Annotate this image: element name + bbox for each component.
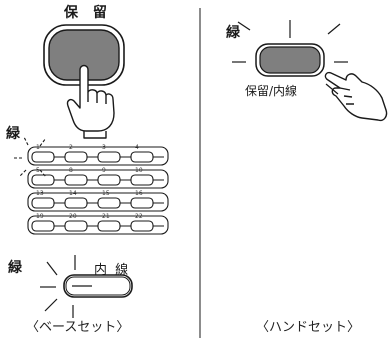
key-number: 16	[135, 190, 143, 197]
key-row-outline	[27, 169, 169, 189]
line-button-label: 内 線	[94, 263, 131, 278]
hold-title: 保 留	[64, 5, 112, 21]
handset-button-label: 保留/内線	[244, 82, 299, 99]
key-number: 10	[135, 167, 143, 174]
key-row-outline	[27, 146, 169, 166]
line-key[interactable]	[31, 197, 55, 209]
line-key[interactable]	[130, 151, 154, 163]
line-key[interactable]	[31, 151, 55, 163]
key-number: 2	[69, 144, 73, 151]
line-key[interactable]	[97, 151, 121, 163]
key-number: 14	[69, 190, 77, 197]
line-key[interactable]	[31, 174, 55, 186]
line-key[interactable]	[97, 197, 121, 209]
key-number: 4	[135, 144, 139, 151]
key-row-outline	[27, 192, 169, 212]
line-key[interactable]	[97, 220, 121, 232]
key-number: 15	[102, 190, 110, 197]
key-number: 9	[102, 167, 106, 174]
line-key[interactable]	[130, 220, 154, 232]
pressing-hand-icon	[66, 64, 115, 139]
handset-glow-ray-lower	[325, 83, 339, 95]
line-key[interactable]	[64, 197, 88, 209]
line-key[interactable]	[130, 197, 154, 209]
line-button-glow-rays	[40, 255, 76, 318]
green-glow-rays	[14, 136, 47, 178]
key-number: 3	[102, 144, 106, 151]
key-number: 19	[36, 213, 44, 220]
green-label-line: 緑	[8, 260, 22, 276]
line-key[interactable]	[130, 174, 154, 186]
green-label-keys: 緑	[6, 126, 20, 142]
pointing-hand-icon	[324, 71, 388, 122]
handset-hold-line-button[interactable]	[255, 43, 325, 77]
line-key[interactable]	[64, 151, 88, 163]
key-number: 5	[36, 167, 40, 174]
key-number: 22	[135, 213, 143, 220]
handset-glow-rays	[232, 20, 348, 63]
line-button[interactable]	[63, 274, 133, 298]
line-key[interactable]	[31, 220, 55, 232]
line-key-grid	[27, 146, 169, 235]
key-number: 1	[36, 144, 40, 151]
line-key[interactable]	[97, 174, 121, 186]
key-number: 13	[36, 190, 44, 197]
key-number: 20	[69, 213, 77, 220]
base-set-caption: 〈ベースセット〉	[26, 320, 130, 335]
key-row-outline	[27, 215, 169, 235]
key-number: 8	[69, 167, 73, 174]
handset-caption: 〈ハンドセット〉	[256, 320, 361, 335]
line-key[interactable]	[64, 220, 88, 232]
key-number: 21	[102, 213, 110, 220]
green-label-handset: 緑	[226, 25, 240, 41]
line-key[interactable]	[64, 174, 88, 186]
